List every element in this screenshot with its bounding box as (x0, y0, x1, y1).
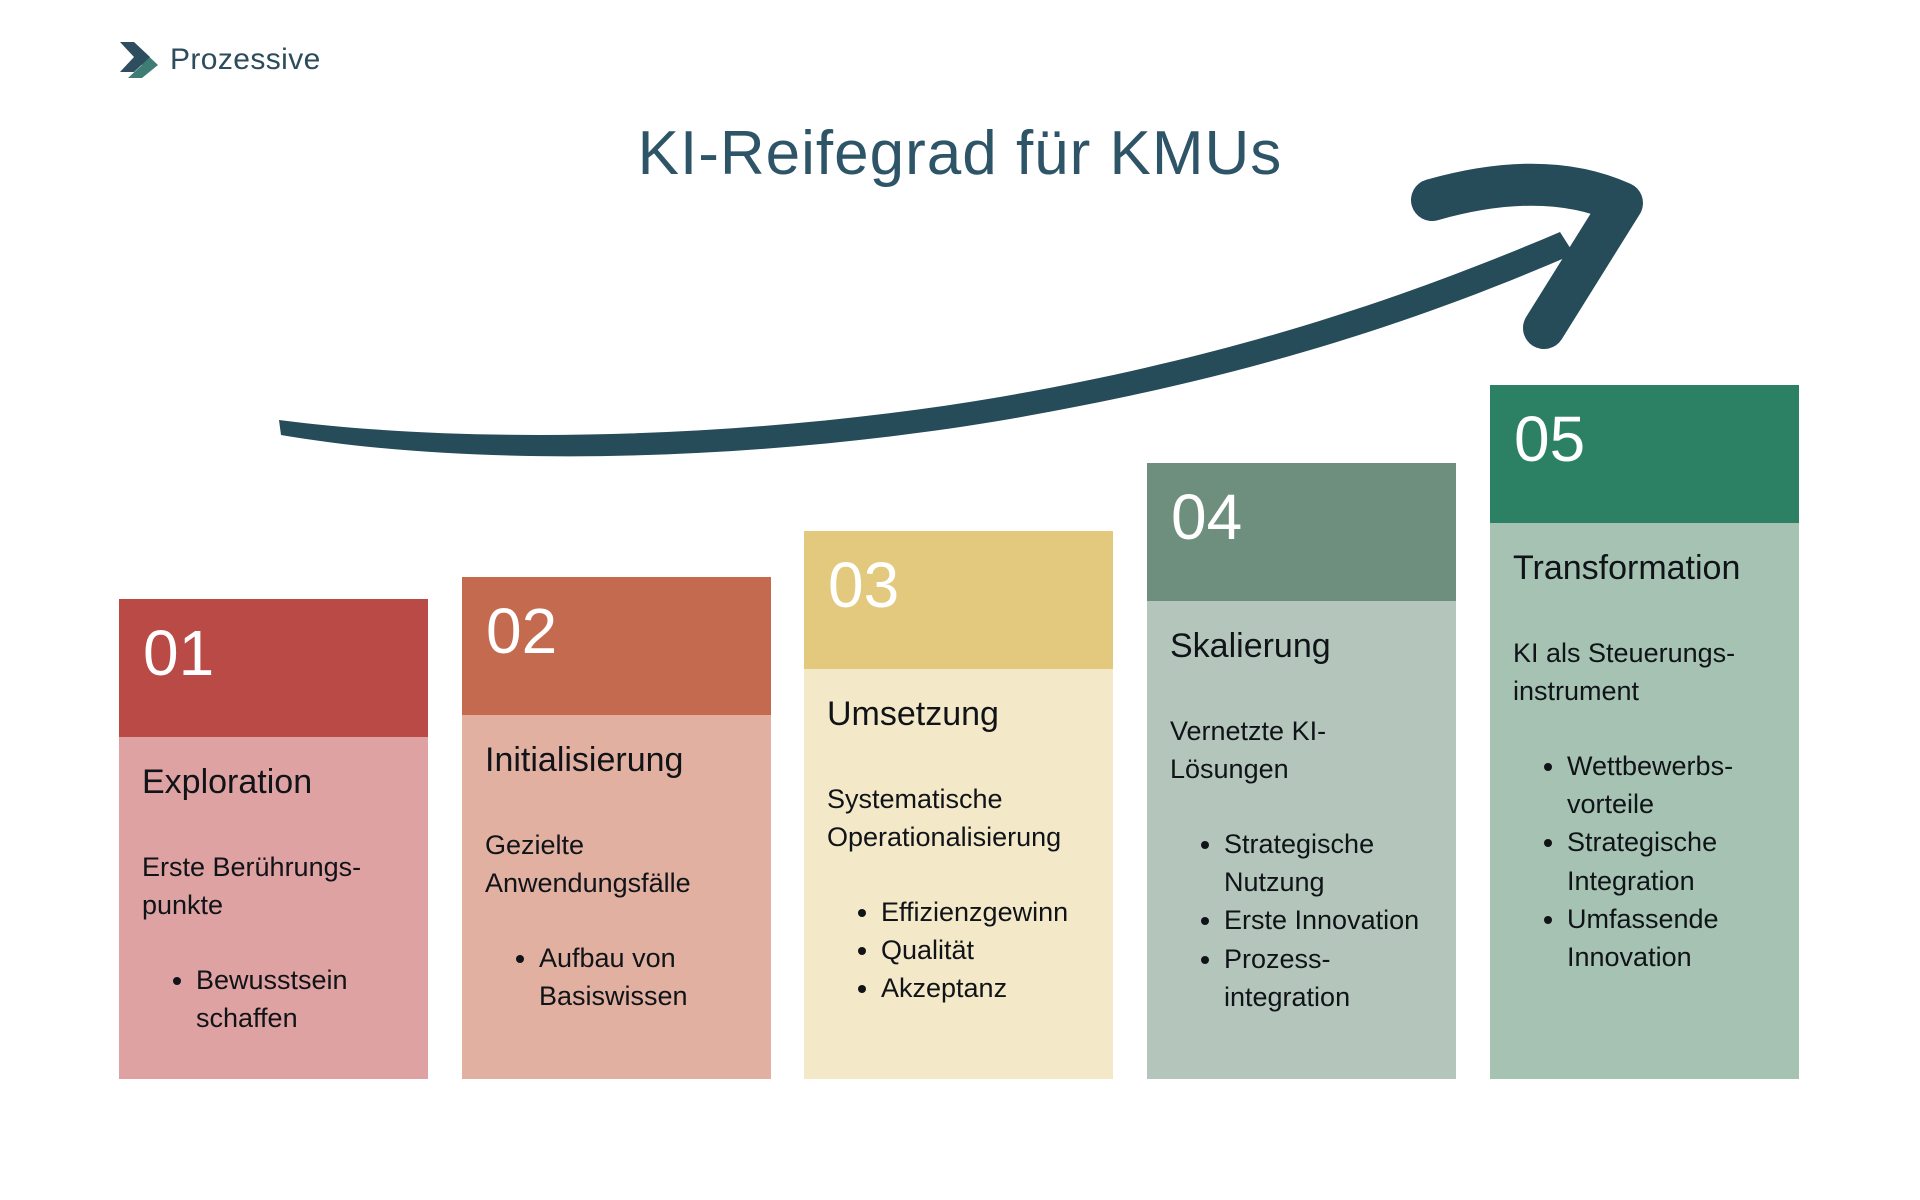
stage-03-description: Systematische Operationalisierung (827, 784, 1062, 853)
bullet-item: Effizienzgewinn (881, 893, 1105, 931)
page-title: KI-Reifegrad für KMUs (637, 119, 1283, 188)
bullet-item: Prozess- integration (1224, 940, 1448, 1017)
stage-05-name: Transformation (1513, 549, 1741, 587)
stage-04-description: Vernetzte KI- Lösungen (1170, 716, 1327, 785)
stage-02-description: Gezielte Anwendungsfälle (485, 830, 691, 899)
stage-column-05: 05 Transformation KI als Steuerungs- ins… (1490, 385, 1799, 1079)
stage-03-header: 03 (804, 531, 1113, 669)
stage-02-body: Initialisierung Gezielte Anwendungsfälle… (462, 715, 771, 1079)
stage-03-name: Umsetzung (827, 695, 999, 733)
stage-01-body: Exploration Erste Berührungs- punkte Bew… (119, 737, 428, 1079)
stage-01-description: Erste Berührungs- punkte (142, 852, 362, 921)
stage-01-header: 01 (119, 599, 428, 737)
stage-column-02: 02 Initialisierung Gezielte Anwendungsfä… (462, 577, 771, 1079)
bullet-item: Strategische Integration (1567, 823, 1791, 900)
bullet-item: Umfassende Innovation (1567, 900, 1791, 977)
bullet-item: Bewusstsein schaffen (196, 961, 420, 1038)
stage-05-description: KI als Steuerungs- instrument (1513, 638, 1736, 707)
stage-column-04: 04 Skalierung Vernetzte KI- Lösungen Str… (1147, 463, 1456, 1079)
stage-05-number: 05 (1514, 403, 1586, 475)
bullet-item: Wettbewerbs- vorteile (1567, 747, 1791, 824)
stage-04-header: 04 (1147, 463, 1456, 601)
stage-03-body: Umsetzung Systematische Operationalisier… (804, 669, 1113, 1079)
stage-04-name: Skalierung (1170, 627, 1331, 665)
stage-02-number: 02 (486, 595, 558, 667)
stage-column-03: 03 Umsetzung Systematische Operationalis… (804, 531, 1113, 1079)
stage-04-number: 04 (1171, 481, 1243, 553)
stage-01-name: Exploration (142, 763, 313, 801)
stage-05-bullets: Wettbewerbs- vorteile Strategische Integ… (1513, 747, 1791, 977)
bullet-item: Aufbau von Basiswissen (539, 939, 763, 1016)
stage-01-bullets: Bewusstsein schaffen (142, 961, 420, 1038)
brand-logo: Prozessive (118, 42, 321, 78)
stage-02-header: 02 (462, 577, 771, 715)
stage-04-bullets: Strategische Nutzung Erste Innovation Pr… (1170, 825, 1448, 1017)
stage-04-body: Skalierung Vernetzte KI- Lösungen Strate… (1147, 601, 1456, 1079)
arrow-head (1411, 163, 1643, 349)
stage-01-number: 01 (143, 617, 215, 689)
stage-05-body: Transformation KI als Steuerungs- instru… (1490, 523, 1799, 1079)
stage-02-bullets: Aufbau von Basiswissen (485, 939, 763, 1016)
stage-02-name: Initialisierung (485, 741, 684, 779)
stage-03-number: 03 (828, 549, 900, 621)
bullet-item: Erste Innovation (1224, 901, 1448, 939)
stage-03-bullets: Effizienzgewinn Qualität Akzeptanz (827, 893, 1105, 1008)
arrow-shaft (279, 232, 1574, 457)
stage-column-01: 01 Exploration Erste Berührungs- punkte … (119, 599, 428, 1079)
bullet-item: Qualität (881, 931, 1105, 969)
stage-05-header: 05 (1490, 385, 1799, 523)
chevron-right-icon (120, 42, 158, 78)
brand-name: Prozessive (170, 43, 321, 76)
bullet-item: Akzeptanz (881, 969, 1105, 1007)
bullet-item: Strategische Nutzung (1224, 825, 1448, 902)
